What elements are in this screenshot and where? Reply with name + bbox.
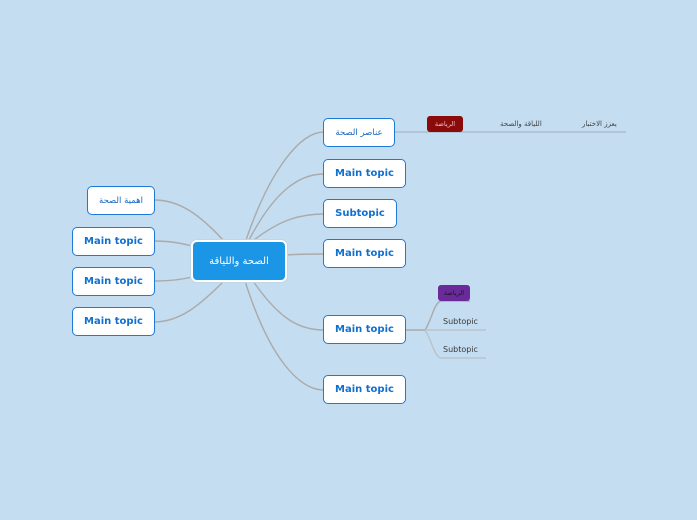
left-topic-3[interactable]: Main topic <box>72 267 155 296</box>
connector-left-4 <box>153 280 225 323</box>
tag-label: الرياضة <box>434 120 456 128</box>
subtopic-1[interactable]: Subtopic <box>443 317 478 326</box>
tag-sport-purple[interactable]: الرياضة <box>438 285 470 301</box>
subtopic-fitness-health[interactable]: اللياقة والصحة <box>500 120 542 128</box>
topic-label: Main topic <box>335 384 394 395</box>
connector-right-2 <box>248 173 325 241</box>
right-topic-4[interactable]: Main topic <box>323 239 406 268</box>
subtopic-enhances-test[interactable]: يعزز الاختبار <box>582 120 617 128</box>
topic-label: Main topic <box>335 324 394 335</box>
connector-right-6 <box>244 280 325 391</box>
connector-right-5 <box>252 280 325 331</box>
right-topic-2[interactable]: Main topic <box>323 159 406 188</box>
right-topic-1[interactable]: عناصر الصحة <box>323 118 395 147</box>
right-topic-6[interactable]: Main topic <box>323 375 406 404</box>
right-topic-3[interactable]: Subtopic <box>323 199 397 228</box>
topic-label: Main topic <box>335 248 394 259</box>
subtopic-2[interactable]: Subtopic <box>443 345 478 354</box>
topic-label: Subtopic <box>335 208 385 219</box>
topic-label: Main topic <box>84 276 143 287</box>
topic-label: اهمية الصحة <box>99 195 143 206</box>
connector-right-3 <box>253 213 325 241</box>
connector-left-1 <box>153 199 225 242</box>
tag-sport-red[interactable]: الرياضة <box>427 116 463 132</box>
topic-label: Main topic <box>84 236 143 247</box>
left-topic-1[interactable]: اهمية الصحة <box>87 186 155 215</box>
left-topic-2[interactable]: Main topic <box>72 227 155 256</box>
connector-sub-5b <box>424 300 470 331</box>
topic-label: Main topic <box>84 316 143 327</box>
central-topic-label: الصحة واللياقة <box>209 255 269 267</box>
right-topic-5[interactable]: Main topic <box>323 315 406 344</box>
topic-label: عناصر الصحة <box>335 127 383 138</box>
left-topic-4[interactable]: Main topic <box>72 307 155 336</box>
connector-left-3 <box>153 276 193 282</box>
tag-label: الرياضة <box>443 289 465 297</box>
topic-label: Main topic <box>335 168 394 179</box>
connector-sub-5d <box>424 329 486 359</box>
connector-right-1 <box>245 131 325 241</box>
central-topic[interactable]: الصحة واللياقة <box>191 240 287 282</box>
connector-right-4 <box>285 253 325 256</box>
connector-left-2 <box>153 240 193 247</box>
